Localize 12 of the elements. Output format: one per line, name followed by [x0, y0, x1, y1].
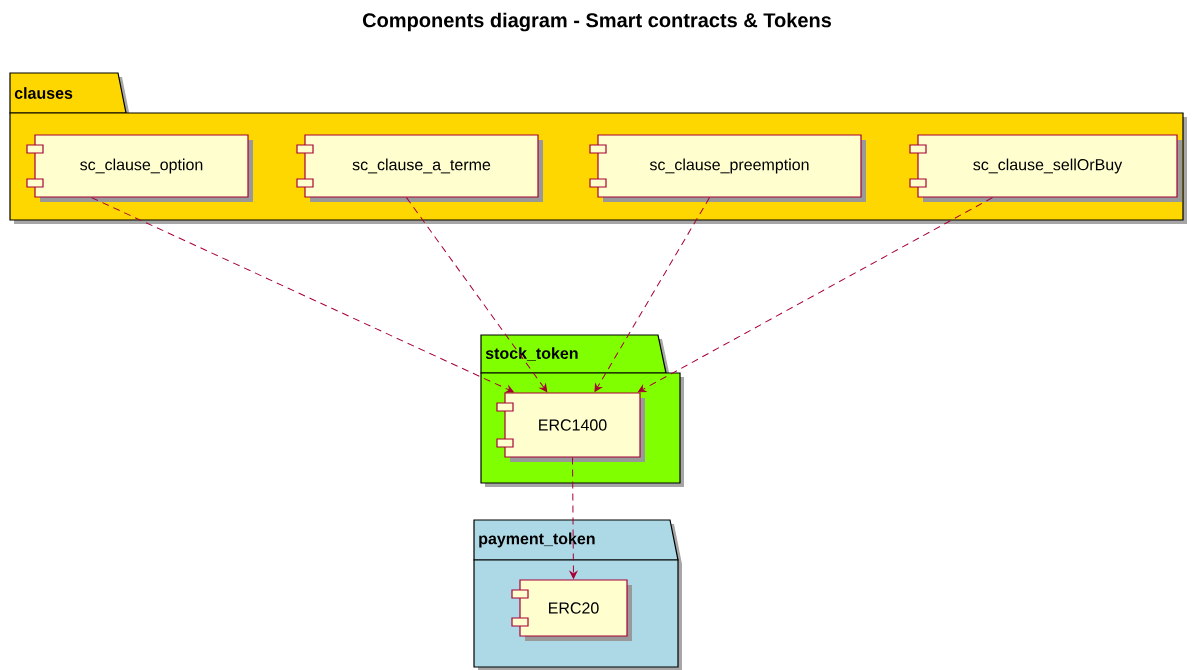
component-box: sc_clause_sellOrBuy — [909, 134, 1182, 202]
component-box: sc_clause_option — [26, 134, 253, 202]
arrow — [637, 197, 993, 393]
component-box: ERC20 — [511, 579, 632, 641]
component-box: sc_clause_preemption — [589, 134, 866, 202]
component-box: ERC1400 — [496, 392, 645, 462]
component-box: sc_clause_a_terme — [296, 134, 543, 202]
arrow — [406, 197, 548, 392]
arrow — [569, 457, 578, 579]
title: Components diagram - Smart contracts & Tokens — [362, 12, 832, 32]
arrow — [594, 197, 710, 392]
arrow — [91, 197, 514, 393]
